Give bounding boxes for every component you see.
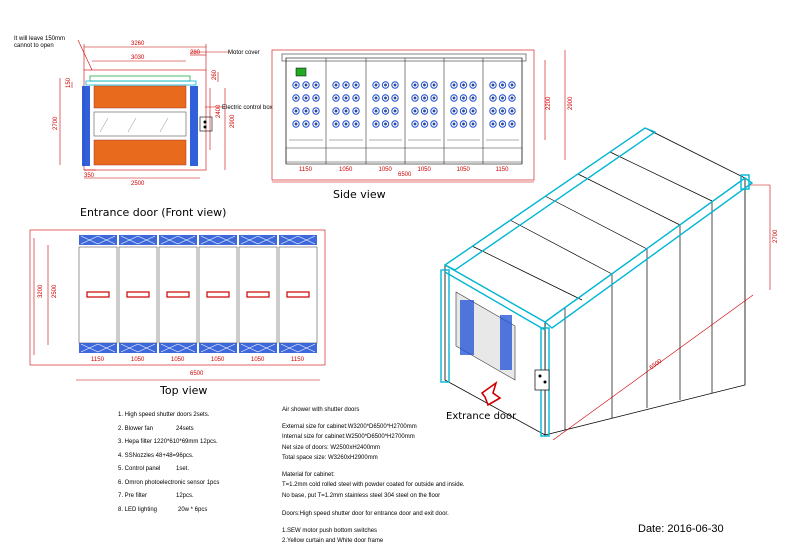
spec-title: Air shower with shutter doors	[282, 407, 360, 413]
spec-extra-line: 2.Yellow curtain and White door frame	[282, 538, 384, 544]
parts-list-item: 8. LED lighting 20w * 6pcs	[118, 505, 219, 519]
parts-item-text: 1. High speed shutter doors 2sets.	[118, 412, 210, 418]
electric-box-label: Electric control box	[222, 105, 273, 111]
top-dim-segment: 1150	[291, 357, 305, 363]
front-dim-inner: 3030	[131, 55, 145, 61]
parts-item-qty: 1set.	[176, 466, 190, 472]
front-dim-top-right: 260	[212, 69, 218, 80]
spec-size-line: Total space size: W3260xH2900mm	[282, 455, 378, 461]
parts-list: 1. High speed shutter doors 2sets. 2. Blo…	[118, 410, 219, 518]
side-dim-segment: 1050	[418, 167, 432, 173]
top-dim-inner: 2500	[52, 284, 58, 298]
side-dim-segment: 1050	[339, 167, 353, 173]
iso-view: 2700 6500	[440, 127, 779, 441]
front-dim-right-lower: 2400	[216, 104, 222, 118]
front-view-caption: Entrance door (Front view)	[80, 206, 227, 219]
top-view-caption: Top view	[160, 384, 208, 397]
spec-material-line: Material for cabinet:	[282, 471, 335, 478]
front-dim-left-top: 150	[66, 77, 72, 88]
front-dim-overall: 3260	[131, 41, 145, 47]
parts-item-text: 2. Blower fan	[118, 425, 154, 432]
top-dim-overall: 6500	[190, 371, 204, 377]
side-view: 1150 1050 1050 1050 1050 1150 6500 2200 2900	[271, 49, 574, 183]
parts-list-item: 3. Hepa filter 1220*610*69mm 12pcs.	[118, 437, 219, 451]
spec-doors: Doors:High speed shutter door for entran…	[282, 511, 449, 517]
side-dim-h-outer: 2900	[568, 96, 574, 110]
side-dim-segment: 1050	[379, 167, 393, 173]
top-dim-segment: 1050	[251, 357, 265, 363]
side-view-caption: Side view	[333, 188, 386, 201]
parts-item-text: 3. Hepa filter 1220*610*69mm 12pcs.	[118, 439, 218, 445]
parts-item-qty: 12pcs.	[176, 493, 194, 499]
side-dim-h-inner: 2200	[546, 96, 552, 110]
spec-material-line: No base, put T=1.2mm stainless steel 304…	[282, 492, 441, 499]
spec-size-line: External size for cabinet:W3200*D6500*H2…	[282, 423, 417, 430]
motor-cover-label: Motor cover	[228, 50, 260, 56]
parts-item-qty: 24sets	[176, 425, 194, 432]
front-dim-door: 2500	[131, 181, 145, 187]
parts-item-text: 7. Pre filter	[118, 493, 148, 499]
top-dim-segment: 1150	[91, 357, 105, 363]
parts-item-text: 6. Omron photoelectronic sensor 1pcs	[118, 479, 220, 486]
parts-list-item: 1. High speed shutter doors 2sets.	[118, 410, 219, 424]
parts-list-item: 7. Pre filter 12pcs.	[118, 491, 219, 505]
leave-space-note: It will leave 150mm cannot to open	[14, 36, 66, 49]
side-dim-segment: 1050	[457, 167, 471, 173]
parts-list-item: 4. SSNozzles 48+48=96pcs.	[118, 451, 219, 465]
top-dim-height: 3200	[38, 284, 44, 298]
front-dim-height-inner: 2900	[230, 114, 236, 128]
parts-list-item: 6. Omron photoelectronic sensor 1pcs	[118, 478, 219, 492]
side-dim-segment: 1150	[496, 167, 510, 173]
spec-size-line: Internal size for cabinet:W2500*D6500*H2…	[282, 434, 415, 440]
front-view: 3260 3030 280 2700 2900 260 2400 2500 15…	[53, 39, 273, 187]
iso-view-label: Extrance door	[446, 411, 517, 422]
spec-material-line: T=1.2mm cold rolled steel with powder co…	[282, 482, 465, 488]
spec-size-line: Net size of doors: W2500xH2400mm	[282, 444, 381, 451]
parts-list-item: 2. Blower fan 24sets	[118, 424, 219, 438]
front-dim-side: 280	[190, 50, 201, 56]
front-dim-height: 2700	[53, 116, 59, 130]
date-label: Date: 2016-06-30	[638, 523, 724, 535]
front-dim-bottom-left: 350	[84, 173, 95, 179]
parts-item-text: 8. LED lighting	[118, 506, 158, 513]
side-dim-segment: 1150	[299, 167, 313, 173]
top-dim-segment: 1050	[171, 357, 185, 363]
parts-item-text: 5. Control panel	[118, 466, 161, 472]
parts-list-item: 5. Control panel 1set.	[118, 464, 219, 478]
parts-item-text: 4. SSNozzles 48+48=96pcs.	[118, 452, 194, 459]
top-dim-segment: 1050	[131, 357, 145, 363]
spec-extra-line: 1.SEW motor push bottom switches	[282, 527, 378, 534]
iso-dim-height: 2700	[773, 229, 779, 243]
side-dim-overall: 6500	[398, 172, 412, 178]
spec-block: Air shower with shutter doors External s…	[282, 405, 465, 547]
top-dim-segment: 1050	[211, 357, 225, 363]
parts-item-qty: 20w * 6pcs	[178, 506, 208, 513]
top-view: 1150 1050 1050 1050 1050 1150 6500 3200 2500	[29, 229, 326, 381]
